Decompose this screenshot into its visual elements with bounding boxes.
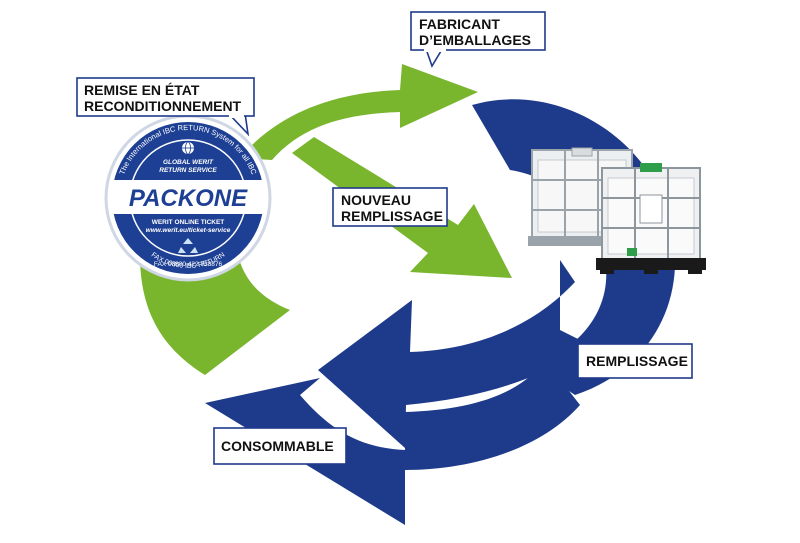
ibc-front-pallet <box>596 258 706 270</box>
green-arc-lower <box>140 255 290 375</box>
packone-badge: The International IBC RETURN System for … <box>104 114 272 282</box>
badge-ticket: WERIT ONLINE TICKET <box>152 219 225 226</box>
label-fabricant-line-1: FABRICANT <box>419 16 500 32</box>
ibc-front-valve <box>627 248 637 256</box>
label-consommable-text: CONSOMMABLE <box>221 438 334 454</box>
ibc-front-cap <box>640 163 662 172</box>
blue-arrow-bottom <box>405 360 580 470</box>
blue-arrow-middle <box>318 260 590 448</box>
label-remise: REMISE EN ÉTAT RECONDITIONNEMENT <box>76 77 255 137</box>
ibc-front-pallet-foot-3 <box>688 268 702 274</box>
label-nouveau: NOUVEAU REMPLISSAGE <box>332 187 448 227</box>
badge-ring-bottom-text-2: FAX 00800 422 738876 <box>154 261 223 268</box>
label-remise-line-2: RECONDITIONNEMENT <box>84 98 242 114</box>
label-remise-line-1: REMISE EN ÉTAT <box>84 82 200 98</box>
ibc-container-icon <box>528 147 706 274</box>
badge-logo-text: PACKONE <box>129 185 248 212</box>
ibc-back-cap <box>571 147 593 157</box>
badge-url: www.werit.eu/ticket-service <box>146 227 231 234</box>
label-fabricant: FABRICANT D’EMBALLAGES <box>410 11 546 68</box>
label-nouveau-box <box>332 187 448 227</box>
ibc-front-pallet-foot-2 <box>644 268 658 274</box>
badge-service-1: GLOBAL WERIT <box>163 159 214 166</box>
ibc-front-label <box>639 194 663 224</box>
badge-service-2: RETURN SERVICE <box>159 167 217 174</box>
label-consommable-box <box>213 427 347 465</box>
label-remplissage: REMPLISSAGE <box>577 343 693 379</box>
globe-icon <box>182 141 194 155</box>
label-nouveau-line-1: NOUVEAU <box>341 192 411 208</box>
label-fabricant-box <box>410 11 546 51</box>
ibc-front-pallet-foot-1 <box>600 268 614 274</box>
green-arrow-top <box>240 64 478 160</box>
recycle-icon <box>178 238 198 253</box>
label-remplissage-box <box>577 343 693 379</box>
label-nouveau-line-2: REMPLISSAGE <box>341 208 443 224</box>
label-fabricant-line-2: D’EMBALLAGES <box>419 32 531 48</box>
ibc-back-pallet <box>528 236 636 246</box>
label-remplissage-text: REMPLISSAGE <box>586 353 688 369</box>
label-consommable: CONSOMMABLE <box>213 427 347 465</box>
label-remise-box <box>76 77 255 117</box>
badge-logo-plate <box>112 180 264 214</box>
